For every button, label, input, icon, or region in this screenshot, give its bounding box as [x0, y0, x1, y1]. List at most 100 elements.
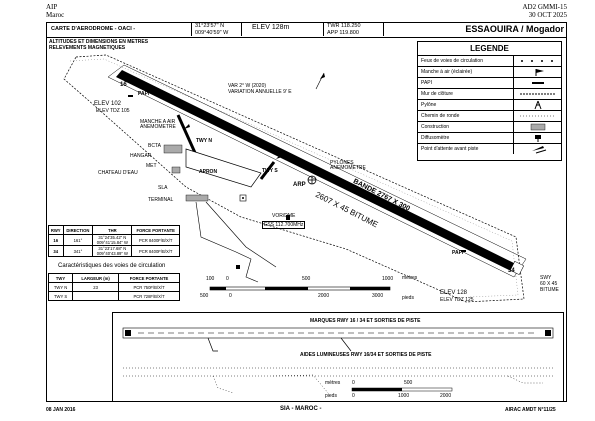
width-header: LARGEUR (m)	[72, 273, 120, 283]
papi-34-symbol	[461, 250, 466, 252]
inset-scale-tick: 2000	[440, 393, 452, 399]
access-road-2	[205, 201, 277, 268]
label-rwy-34: 34	[508, 268, 515, 274]
met-building	[171, 166, 181, 174]
label-elev-tdz-34: ELEV TDZ 125	[440, 297, 474, 303]
force-header: FORCE PORTANTE	[118, 273, 180, 283]
pylon-icon	[513, 100, 561, 110]
label-pylones: PYLONES	[330, 160, 354, 166]
direction-cell: 341°	[62, 245, 94, 257]
twy-cell: TWY N	[47, 282, 74, 292]
force-cell: PCR 750F/B/X/T	[118, 282, 180, 292]
legend-label: Mur de clôture	[421, 91, 453, 97]
runway-strip	[107, 64, 527, 278]
twr-frequency: TWR 118.250	[327, 23, 361, 29]
scale-tick: 0	[226, 276, 229, 282]
legend-row-taxiway-lights: Feux de voies de circulation	[418, 55, 561, 66]
legend-row-pylon: Pylône	[418, 99, 561, 110]
label-elev-tdz-16: ELEV TDZ 105	[96, 108, 130, 114]
table-row: TWY S PCR 728F/B/X/T	[47, 291, 180, 301]
lon: 009°40'59" W	[195, 29, 229, 36]
papi-16-symbol	[128, 95, 133, 97]
lat: 31°23'57" N	[195, 23, 225, 29]
legend-box: LEGENDE Feux de voies de circulation Man…	[417, 41, 562, 161]
rwy-header: RWY	[48, 225, 64, 235]
scale-tick: 2000	[318, 293, 330, 299]
scale-bar-main	[209, 286, 391, 291]
inset-scale-bar	[351, 387, 453, 392]
label-sla: SLA	[158, 185, 168, 191]
scale-tick: 100	[206, 276, 215, 282]
header-aip: AIP	[46, 3, 58, 11]
stopway	[509, 260, 525, 276]
papi-icon	[513, 78, 561, 88]
diffusometer-icon	[513, 133, 561, 143]
force-cell: PCR 8400F/B/X/T	[131, 245, 180, 257]
legend-label: Construction	[421, 124, 450, 130]
force-cell: PCR 728F/B/X/T	[118, 291, 180, 301]
runway-table: RWY DIRECTION THR FORCE PORTANTE 16 161°…	[48, 225, 180, 257]
runway-16-34	[116, 70, 518, 272]
legend-label: PAPI	[421, 80, 433, 86]
scale-tick: 3000	[372, 293, 384, 299]
legend-row-holding-point: Point d'attente avant piste	[418, 143, 561, 154]
frequencies: TWR 118.250 APP 119.800	[324, 23, 384, 36]
fence-icon	[513, 89, 561, 99]
label-chateau-eau: CHATEAU D'EAU	[98, 170, 138, 176]
legend-row-windsock: Manche à air (éclairée)	[418, 66, 561, 77]
legend-label: Feux de voies de circulation	[421, 58, 483, 64]
construction-marker-2	[236, 265, 240, 269]
holding-point-s	[276, 154, 282, 159]
table-row: 16 161° 31°24'35.42" N 009°41'15.84" W P…	[48, 234, 180, 246]
legend-label: Chemin de ronde	[421, 113, 460, 119]
thr-cell: 31°23'17.68" N 009°40'43.89" W	[92, 245, 133, 257]
width-cell	[72, 291, 120, 301]
scale-metres-label: mètres	[402, 275, 418, 281]
stopway-dims: 60 X 45	[540, 281, 558, 287]
legend-label: Diffusomètre	[421, 135, 450, 141]
label-rwy-16: 16	[120, 82, 127, 88]
header-doc-ref: AD2 GMMI-15	[522, 3, 567, 11]
table-row: 34 341° 31°23'17.68" N 009°40'43.89" W P…	[48, 245, 180, 257]
holding-point-icon	[513, 144, 561, 154]
rwy-cell: 34	[48, 245, 64, 257]
label-papi-16: PAPI	[138, 91, 150, 97]
width-cell: 23	[72, 282, 120, 292]
inset-markings-title: MARQUES RWY 16 / 34 ET SORTIES DE PISTE	[310, 318, 421, 324]
taxiway-table: TWY LARGEUR (m) FORCE PORTANTE TWY N 23 …	[47, 273, 180, 301]
construction-icon	[513, 122, 561, 132]
stopway-surface: BITUME	[540, 287, 559, 293]
label-manche-a-air: MANCHE A AIR	[140, 119, 176, 125]
force-cell: PCR 8400F/B/X/T	[131, 234, 180, 246]
terminal-building	[185, 194, 209, 202]
scale-tick: 500	[302, 276, 311, 282]
label-papi-34: PAPI	[452, 250, 464, 256]
inset-pieds-label: pieds	[325, 393, 337, 399]
chart-title: CARTE D'AERODROME - OACI -	[47, 23, 192, 36]
legend-label: Manche à air (éclairée)	[421, 69, 473, 75]
inset-scale-tick: 1000	[398, 393, 410, 399]
inset-box	[112, 312, 564, 402]
inset-lighting-title: AIDES LUMINEUSES RWY 16/34 ET SORTIES DE…	[300, 352, 432, 358]
patrol-road	[69, 58, 519, 298]
taxiway-lights-icon	[513, 56, 561, 66]
patrol-road-icon	[513, 111, 561, 121]
apron-area	[185, 148, 262, 188]
inset-exit-n	[207, 337, 218, 352]
legend-label: Point d'attente avant piste	[421, 146, 479, 152]
label-bcta: BCTA	[148, 143, 161, 149]
perimeter-fence	[63, 54, 525, 303]
table-row: TWY N 23 PCR 750F/B/X/T	[47, 282, 180, 292]
legend-row-construction: Construction	[418, 121, 561, 132]
footer-date: 08 JAN 2016	[46, 407, 76, 413]
legend-row-fence: Mur de clôture	[418, 88, 561, 99]
aerodrome-name: ESSAOUIRA / Mogador	[465, 24, 564, 34]
twy-cell: TWY S	[47, 291, 74, 301]
aerodrome-elev: ELEV 128m	[242, 23, 324, 36]
stopway-name: SWY	[540, 275, 552, 281]
windsock-icon	[513, 67, 561, 77]
footer-amdt: AIRAC AMDT N°11/25	[505, 407, 556, 413]
force-header: FORCE PORTANTE	[131, 225, 180, 235]
altitudes-note-line1: ALTITUDES ET DIMENSIONS EN METRES	[49, 39, 149, 45]
scale-tick: 0	[229, 293, 232, 299]
